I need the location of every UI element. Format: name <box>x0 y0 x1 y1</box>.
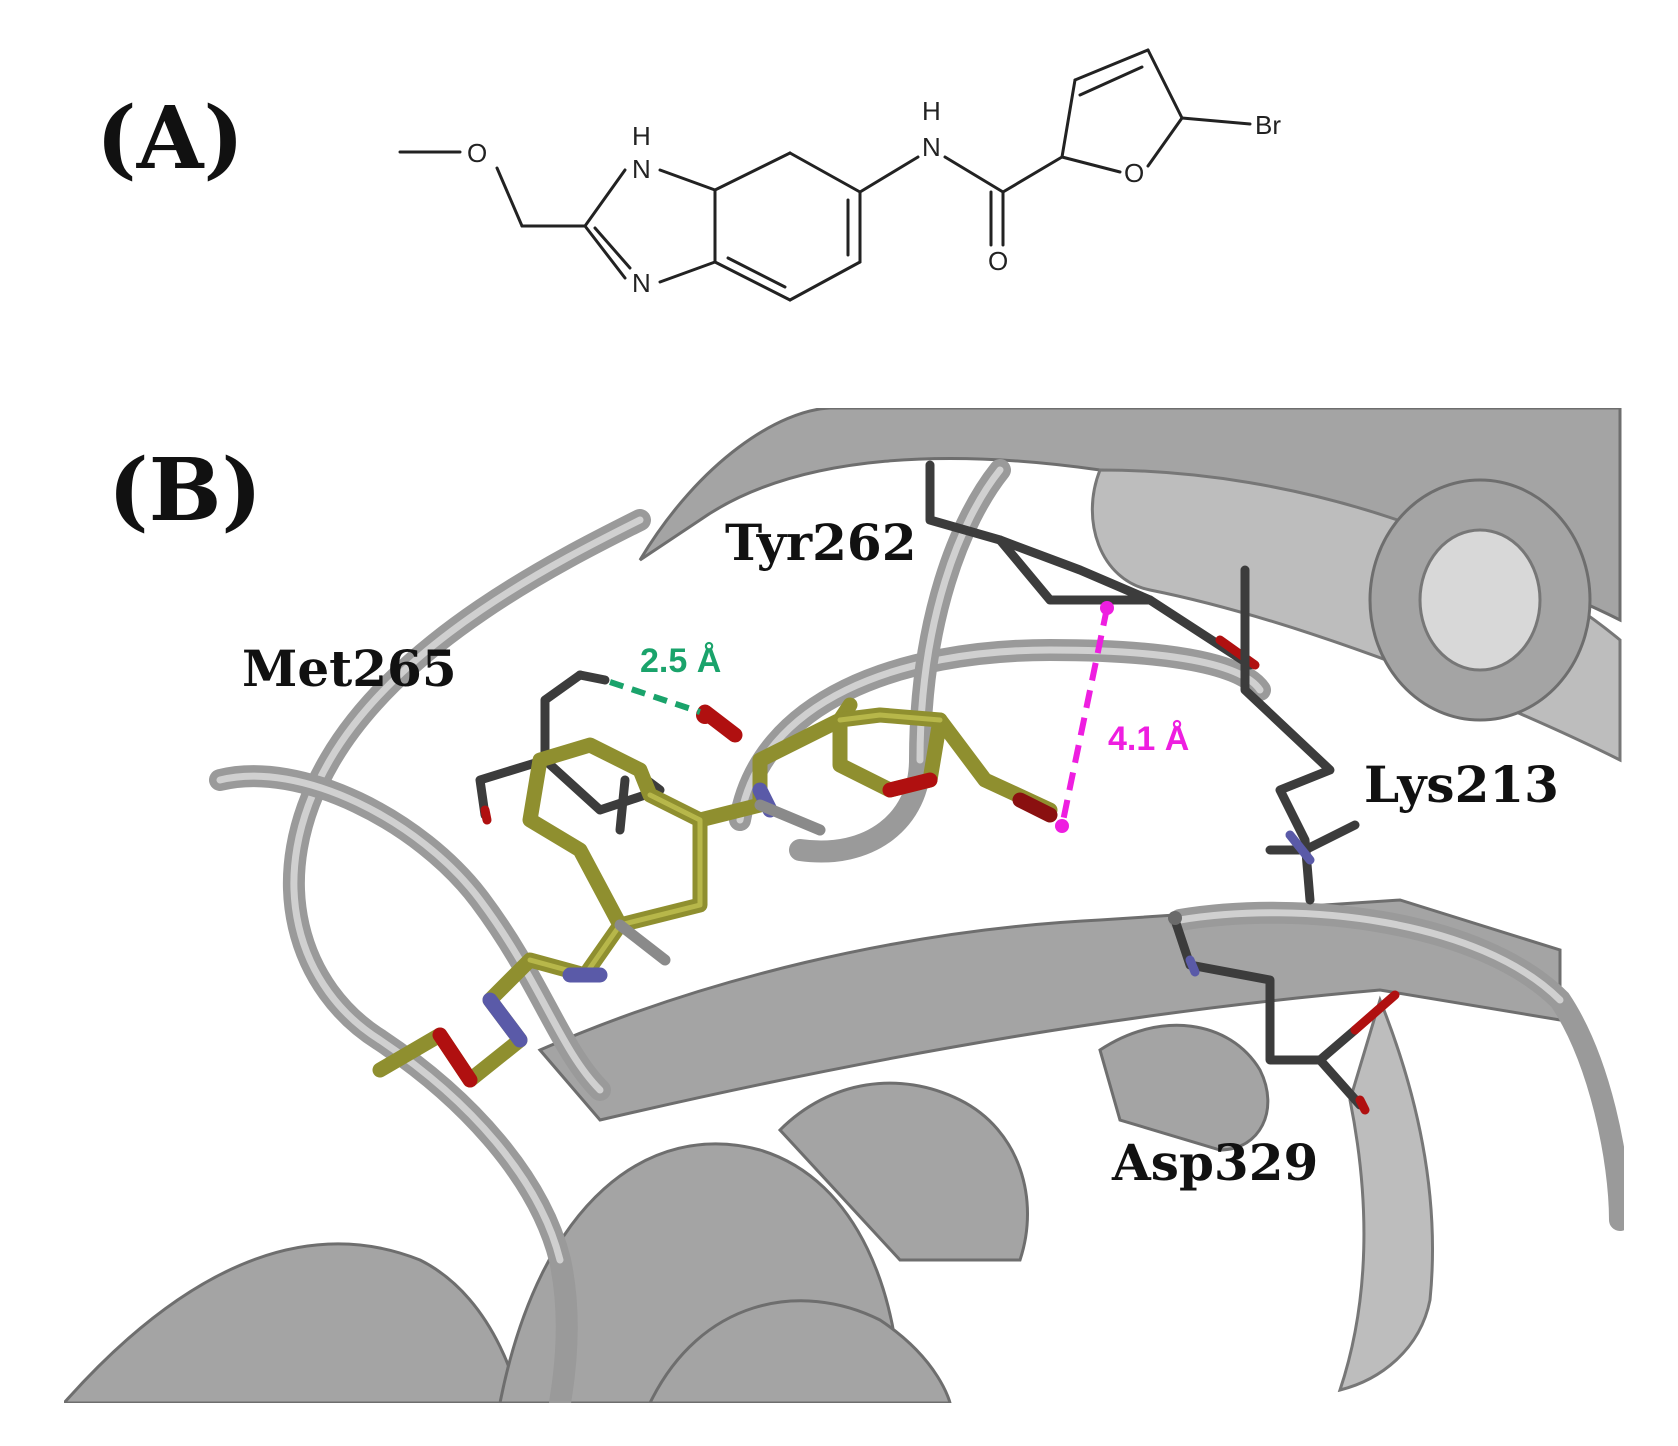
ligand-imidazole-nitrogens <box>482 967 608 1048</box>
halogen-distance-line <box>1059 607 1110 827</box>
panel-a-label: (A) <box>96 88 245 189</box>
amide-nitrogen-label: N <box>922 132 941 162</box>
methoxy-oxygen-label: O <box>467 138 487 168</box>
ligand-methoxy-oxygen <box>432 1027 478 1088</box>
imidazole-nh-hydrogen-label: H <box>632 121 651 151</box>
residue-label-lys213: Lys213 <box>1364 755 1559 814</box>
hbond-distance-label: 2.5 Å <box>640 642 721 680</box>
beta-sheet-middle <box>537 898 1562 1122</box>
carbonyl-oxygen-label: O <box>988 246 1008 276</box>
residue-label-asp329: Asp329 <box>1111 1133 1318 1192</box>
residue-label-tyr262: Tyr262 <box>725 513 916 572</box>
halogen-distance-end <box>1055 819 1069 833</box>
helix-bottom-1 <box>64 1242 522 1403</box>
halogen-distance-start <box>1100 601 1114 615</box>
helix-bottom-4 <box>777 1081 1029 1262</box>
halogen-distance-label: 4.1 Å <box>1108 720 1189 758</box>
ligand-furan-oxygen <box>882 772 938 798</box>
tyr262-sticks <box>925 460 1255 670</box>
structure-bonds <box>398 48 1252 302</box>
residue-label-met265: Met265 <box>242 639 457 698</box>
imidazole-nh-nitrogen-label: N <box>632 154 651 184</box>
panel-b-label: (B) <box>108 440 263 541</box>
helix-bottom-5 <box>1098 1023 1270 1152</box>
helix-bottom-3 <box>648 1299 952 1403</box>
amide-hydrogen-label: H <box>922 96 941 126</box>
furan-oxygen-label: O <box>1124 158 1144 188</box>
ligand-bromine <box>1012 792 1058 823</box>
imidazole-nitrogen-label: N <box>632 268 651 298</box>
hbond-line <box>609 679 701 715</box>
beta-strand-right <box>1337 995 1435 1393</box>
bromine-label: Br <box>1255 110 1281 140</box>
